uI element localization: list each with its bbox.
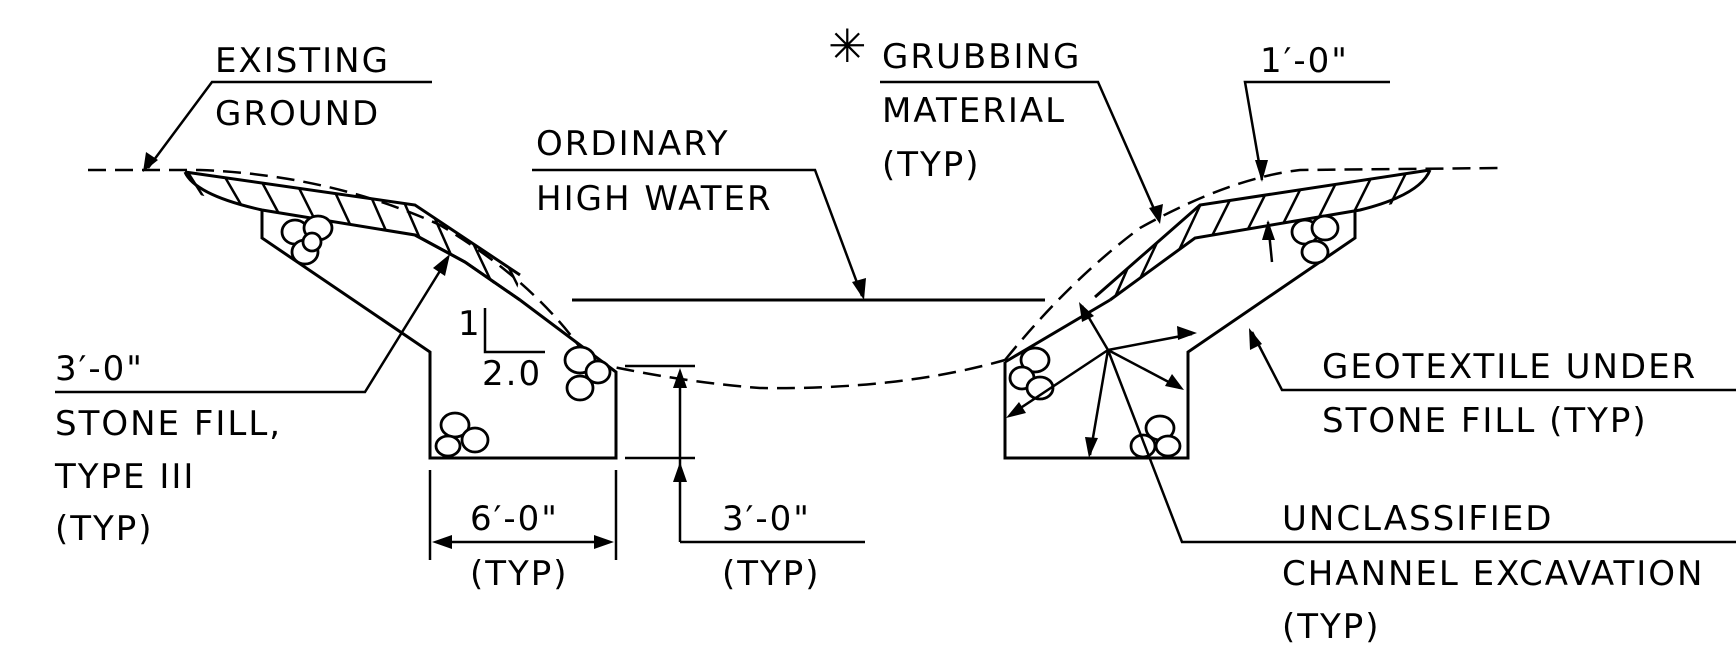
geotextile-leader: GEOTEXTILE UNDER STONE FILL (TYP) — [1249, 328, 1736, 441]
one-foot-dimension: 1′-0" — [1243, 41, 1390, 263]
grubbing-label-line2: MATERIAL — [882, 91, 1066, 131]
slope-indicator: 1 2.0 — [458, 304, 545, 394]
stone-cluster — [434, 411, 490, 458]
ordinary-label-line2: HIGH WATER — [536, 179, 773, 219]
stones — [280, 214, 1340, 459]
stone-cluster — [1008, 346, 1055, 401]
slope-run-label: 2.0 — [482, 354, 542, 394]
width-dimension: 6′-0" (TYP) — [428, 470, 618, 594]
ordinary-label-line1: ORDINARY — [536, 124, 730, 164]
unclassified-label-line2: CHANNEL EXCAVATION — [1282, 554, 1704, 594]
width-typ-label: (TYP) — [470, 554, 569, 594]
right-stone-fill — [1003, 210, 1357, 460]
stone-fill-leader: 3′-0" STONE FILL, TYPE III (TYP) — [54, 254, 450, 549]
grubbing-label-line3: (TYP) — [882, 145, 981, 185]
stone-cluster — [280, 214, 334, 266]
stone-cluster — [1129, 414, 1182, 459]
unclassified-excavation-leader: UNCLASSIFIED CHANNEL EXCAVATION (TYP) — [1006, 302, 1736, 646]
ordinary-high-water-leader: ORDINARY HIGH WATER — [532, 124, 866, 300]
width-dimension-label: 6′-0" — [470, 499, 559, 539]
depth-typ-label: (TYP) — [722, 554, 821, 594]
geotextile-label-line1: GEOTEXTILE UNDER — [1322, 347, 1697, 387]
left-stone-fill — [260, 210, 618, 460]
geotextile-label-line2: STONE FILL (TYP) — [1322, 401, 1648, 441]
stone-fill-label-line1: STONE FILL, — [55, 404, 282, 444]
stone-fill-label-line3: (TYP) — [55, 509, 154, 549]
depth-dimension: 3′-0" (TYP) — [625, 364, 865, 594]
existing-ground-label-line1: EXISTING — [215, 41, 390, 81]
stone-cluster — [1290, 214, 1340, 265]
stone-fill-label-line2: TYPE III — [54, 457, 195, 497]
grubbing-label-line1: GRUBBING — [882, 37, 1081, 77]
unclassified-label-line1: UNCLASSIFIED — [1282, 499, 1553, 539]
grubbing-asterisk-icon: ✳ — [828, 19, 869, 73]
one-foot-dimension-label: 1′-0" — [1260, 41, 1349, 81]
existing-ground-line — [88, 166, 1501, 390]
existing-ground-leader: EXISTING GROUND — [143, 41, 432, 172]
existing-ground-label-line2: GROUND — [215, 94, 380, 134]
stone-cluster — [563, 345, 612, 402]
depth-dimension-label: 3′-0" — [722, 499, 811, 539]
grubbing-material-leader: ✳ GRUBBING MATERIAL (TYP) — [828, 19, 1163, 224]
unclassified-label-line3: (TYP) — [1282, 607, 1381, 646]
left-grubbing-hatch — [183, 170, 521, 302]
slope-rise-label: 1 — [458, 304, 482, 344]
stone-fill-dimension-label: 3′-0" — [55, 349, 144, 389]
